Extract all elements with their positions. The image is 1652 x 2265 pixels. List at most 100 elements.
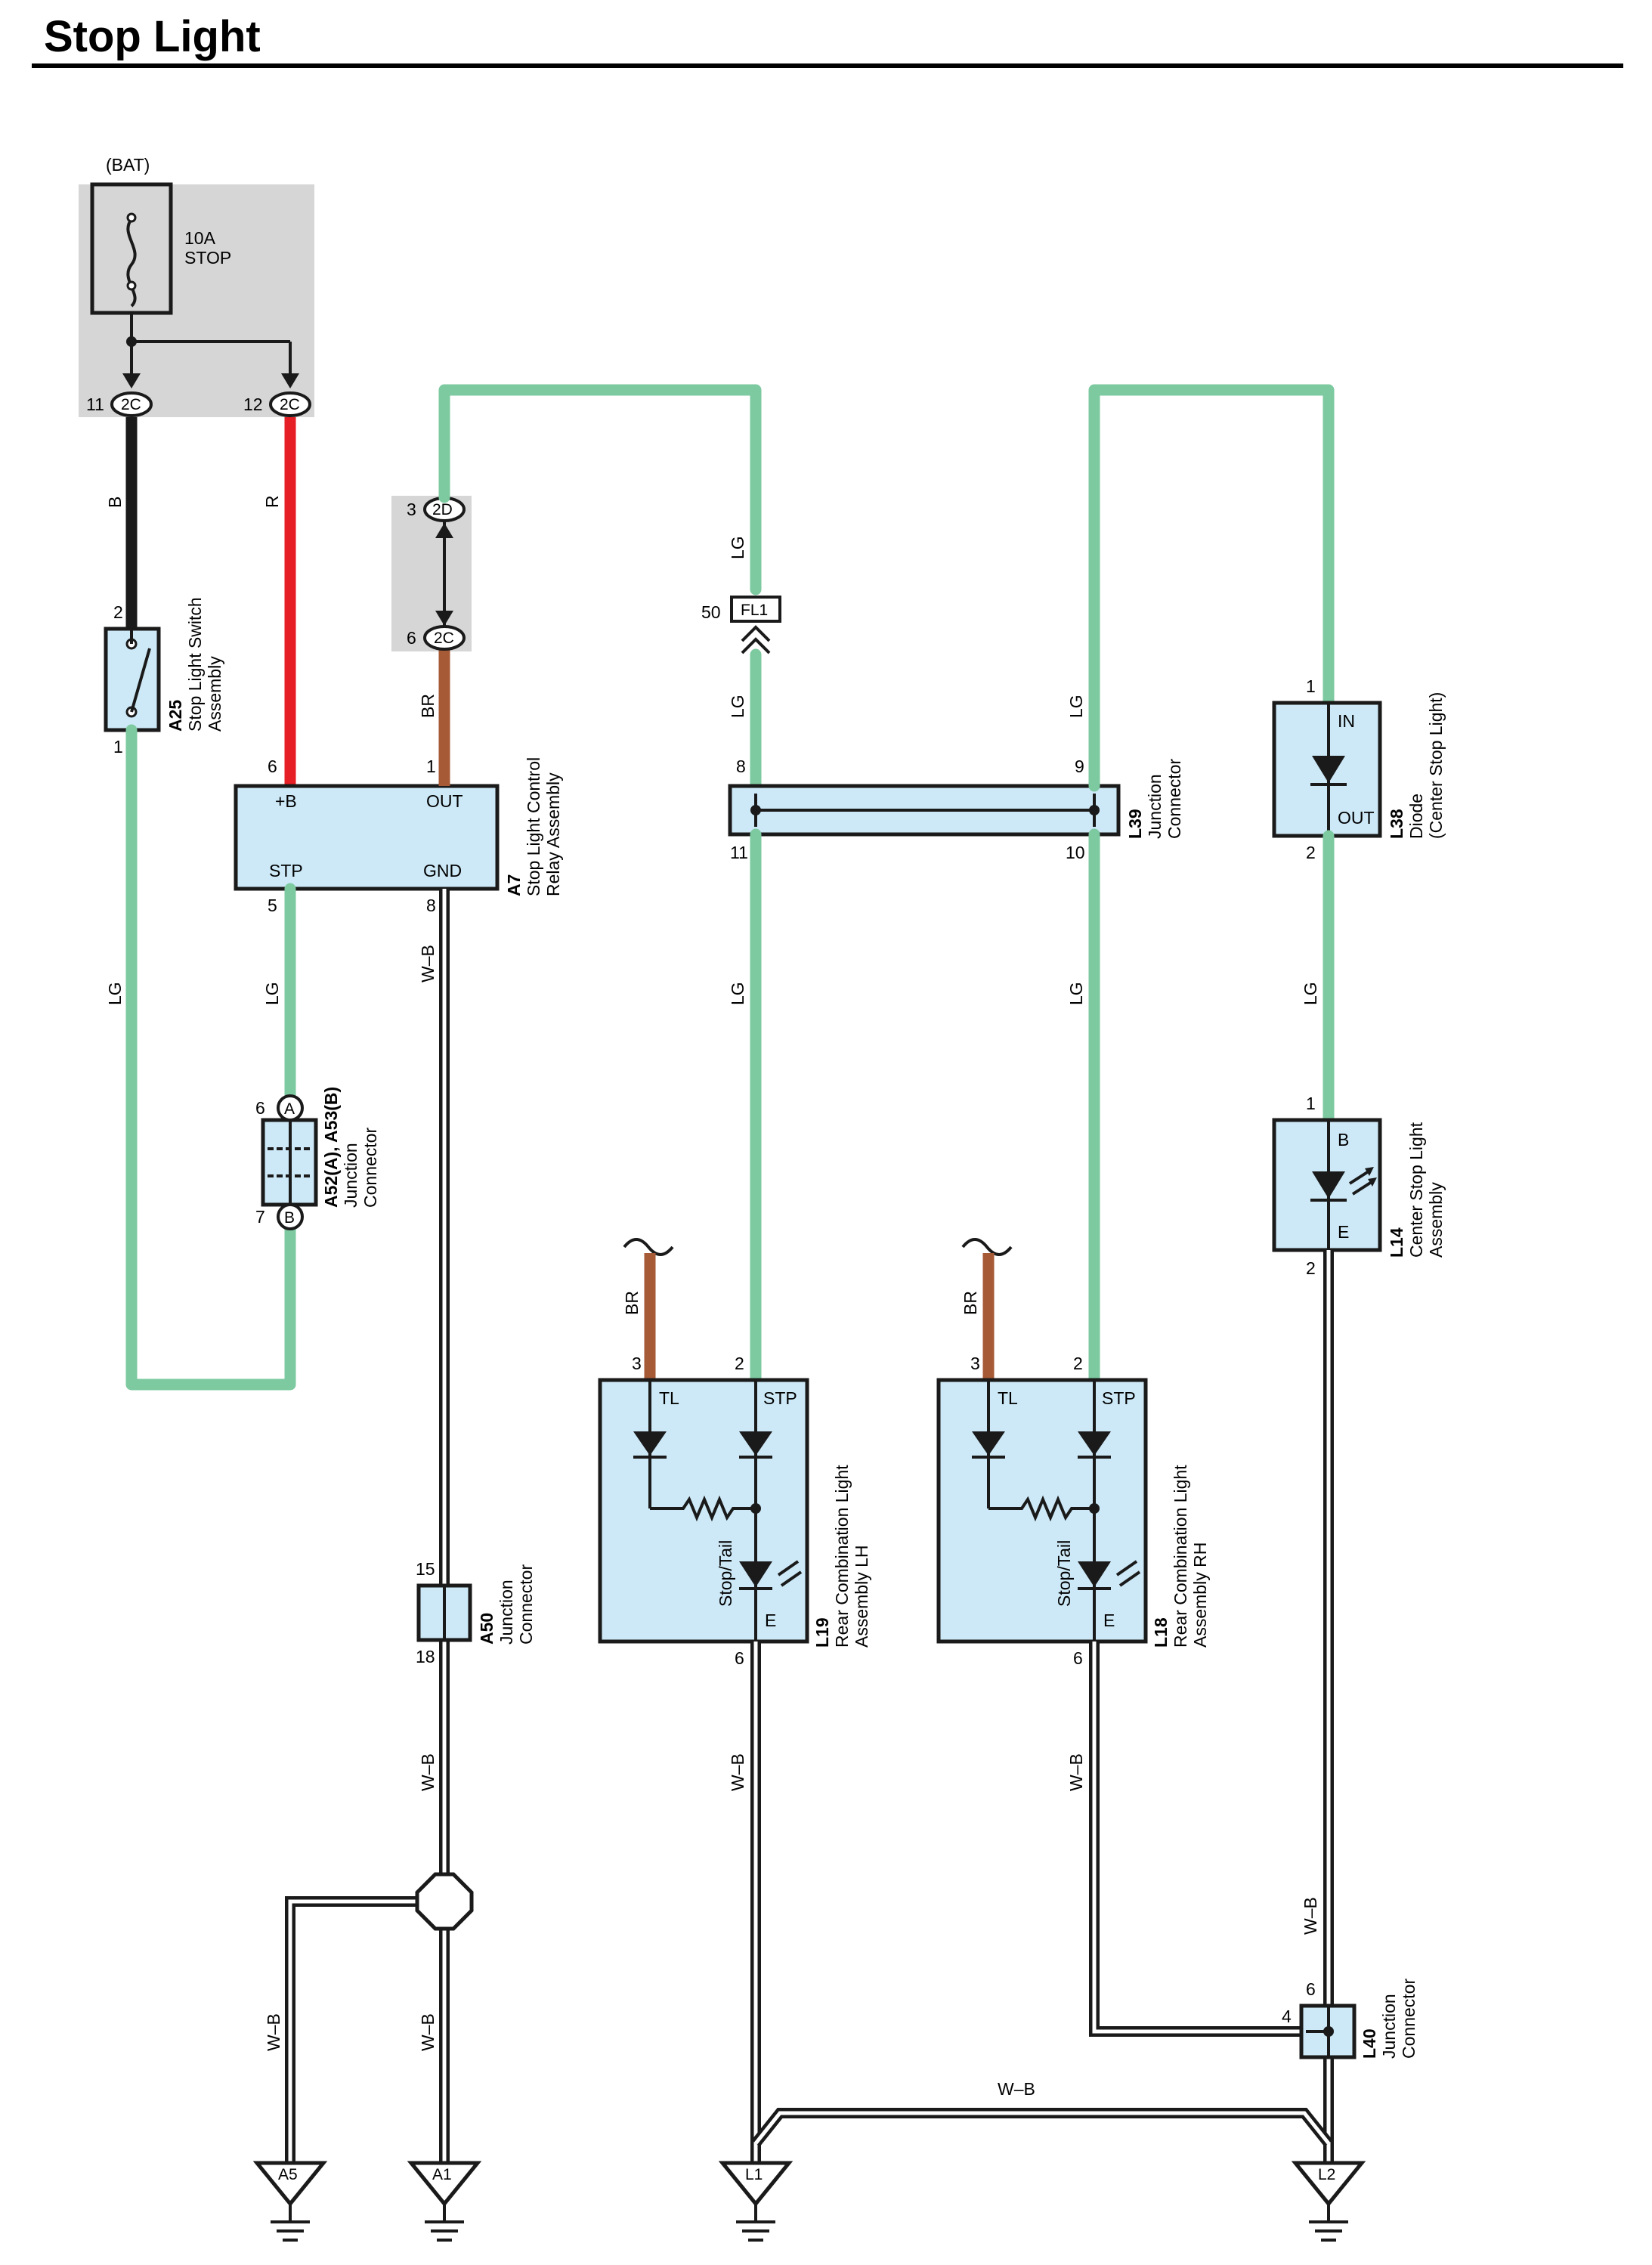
svg-text:Relay Assembly: Relay Assembly [543, 772, 563, 896]
page-title: Stop Light [44, 12, 261, 61]
a25-id: A25 [166, 700, 185, 732]
junction-block-shading [79, 184, 314, 417]
svg-text:W–B: W–B [264, 2013, 283, 2051]
svg-text:W–B: W–B [418, 945, 438, 982]
svg-text:Stop/Tail: Stop/Tail [716, 1540, 735, 1607]
svg-text:GND: GND [423, 861, 462, 880]
svg-text:12: 12 [243, 395, 263, 414]
svg-text:6: 6 [268, 757, 277, 776]
svg-text:2: 2 [1073, 1354, 1083, 1373]
svg-text:Assembly: Assembly [1426, 1182, 1446, 1258]
ground-a1: A1 [407, 2161, 482, 2242]
svg-text:BR: BR [961, 1291, 980, 1315]
svg-text:2C: 2C [434, 630, 454, 647]
svg-text:2C: 2C [280, 396, 300, 413]
svg-text:A: A [284, 1100, 295, 1118]
svg-text:OUT: OUT [426, 791, 463, 811]
svg-text:3: 3 [407, 500, 416, 519]
svg-text:BR: BR [418, 694, 438, 718]
svg-text:W–B: W–B [1066, 1753, 1086, 1791]
svg-text:LG: LG [728, 695, 747, 718]
svg-text:Stop/Tail: Stop/Tail [1054, 1540, 1074, 1607]
fuse-rating: 10A [184, 228, 216, 248]
svg-text:W–B: W–B [418, 2013, 438, 2051]
svg-text:+B: +B [275, 791, 297, 811]
svg-text:BR: BR [622, 1291, 642, 1315]
svg-text:Assembly: Assembly [205, 656, 224, 732]
svg-text:L19: L19 [812, 1617, 832, 1648]
svg-text:L2: L2 [1318, 2166, 1335, 2183]
svg-text:8: 8 [426, 896, 436, 915]
svg-text:2D: 2D [432, 501, 453, 518]
svg-text:1: 1 [1306, 676, 1316, 696]
svg-text:2: 2 [735, 1354, 744, 1373]
svg-text:3: 3 [632, 1354, 642, 1373]
svg-text:6: 6 [1073, 1648, 1083, 1668]
svg-text:1: 1 [113, 737, 123, 757]
svg-text:9: 9 [1075, 757, 1084, 776]
svg-text:4: 4 [1282, 2007, 1292, 2026]
svg-text:TL: TL [659, 1388, 679, 1408]
svg-text:1: 1 [1306, 1094, 1316, 1113]
svg-text:STP: STP [763, 1388, 797, 1408]
svg-text:L38: L38 [1387, 809, 1406, 839]
svg-text:Stop Light Switch: Stop Light Switch [185, 597, 205, 732]
svg-text:Connector: Connector [1399, 1979, 1418, 2059]
fuse-name: STOP [184, 248, 231, 268]
svg-text:Diode: Diode [1406, 794, 1426, 839]
svg-text:(Center Stop Light): (Center Stop Light) [1426, 692, 1446, 839]
svg-text:Rear Combination Light: Rear Combination Light [1171, 1465, 1190, 1648]
battery-label: (BAT) [106, 155, 150, 175]
rear-combination-light-rh [936, 1378, 1148, 1644]
svg-text:W–B: W–B [728, 1753, 747, 1791]
svg-text:LG: LG [262, 982, 282, 1005]
arrow-icon [281, 373, 299, 388]
svg-text:2: 2 [1306, 1258, 1316, 1278]
svg-text:L18: L18 [1151, 1617, 1171, 1648]
ground-l2: L2 [1291, 2161, 1366, 2242]
svg-text:Junction: Junction [1379, 1994, 1399, 2059]
svg-text:Junction: Junction [497, 1580, 516, 1645]
svg-text:2C: 2C [121, 396, 141, 413]
splice-point [415, 1872, 474, 1931]
svg-text:FL1: FL1 [741, 602, 768, 619]
svg-text:Assembly RH: Assembly RH [1190, 1542, 1210, 1648]
svg-text:Connector: Connector [360, 1128, 380, 1208]
connector-2c-left [110, 391, 153, 417]
svg-text:Junction: Junction [341, 1143, 360, 1208]
svg-text:OUT: OUT [1338, 808, 1375, 828]
svg-text:IN: IN [1338, 711, 1355, 731]
svg-text:6: 6 [735, 1648, 744, 1668]
svg-text:LG: LG [728, 536, 747, 559]
tilde-icon [623, 1238, 674, 1256]
svg-text:18: 18 [416, 1647, 435, 1666]
ground-l1: L1 [718, 2161, 794, 2242]
svg-text:L39: L39 [1125, 809, 1145, 839]
svg-text:L1: L1 [745, 2166, 763, 2183]
svg-text:E: E [1103, 1611, 1115, 1630]
stop-light-control-relay [234, 784, 500, 891]
svg-text:11: 11 [730, 843, 748, 862]
svg-text:B: B [284, 1209, 295, 1227]
resistor-icon [650, 1495, 756, 1522]
svg-text:E: E [1338, 1222, 1349, 1242]
svg-text:2: 2 [1306, 843, 1316, 862]
svg-text:15: 15 [416, 1559, 435, 1579]
svg-text:10: 10 [1066, 843, 1085, 862]
switch-icon [130, 648, 151, 713]
svg-text:50: 50 [701, 602, 721, 622]
svg-text:A52(A), A53(B): A52(A), A53(B) [321, 1087, 341, 1208]
connector-fl1 [730, 596, 781, 623]
svg-text:E: E [765, 1611, 776, 1630]
svg-text:Center Stop Light: Center Stop Light [1406, 1122, 1426, 1258]
svg-text:Connector: Connector [1165, 759, 1184, 839]
svg-text:LG: LG [1301, 982, 1320, 1005]
svg-text:STP: STP [1102, 1388, 1136, 1408]
svg-text:Connector: Connector [516, 1564, 536, 1645]
svg-text:L14: L14 [1387, 1227, 1406, 1258]
wire-lg [125, 724, 296, 1391]
svg-text:A5: A5 [278, 2166, 298, 2183]
svg-text:Assembly LH: Assembly LH [852, 1546, 871, 1648]
svg-text:11: 11 [86, 395, 104, 414]
svg-text:LG: LG [1066, 695, 1086, 718]
